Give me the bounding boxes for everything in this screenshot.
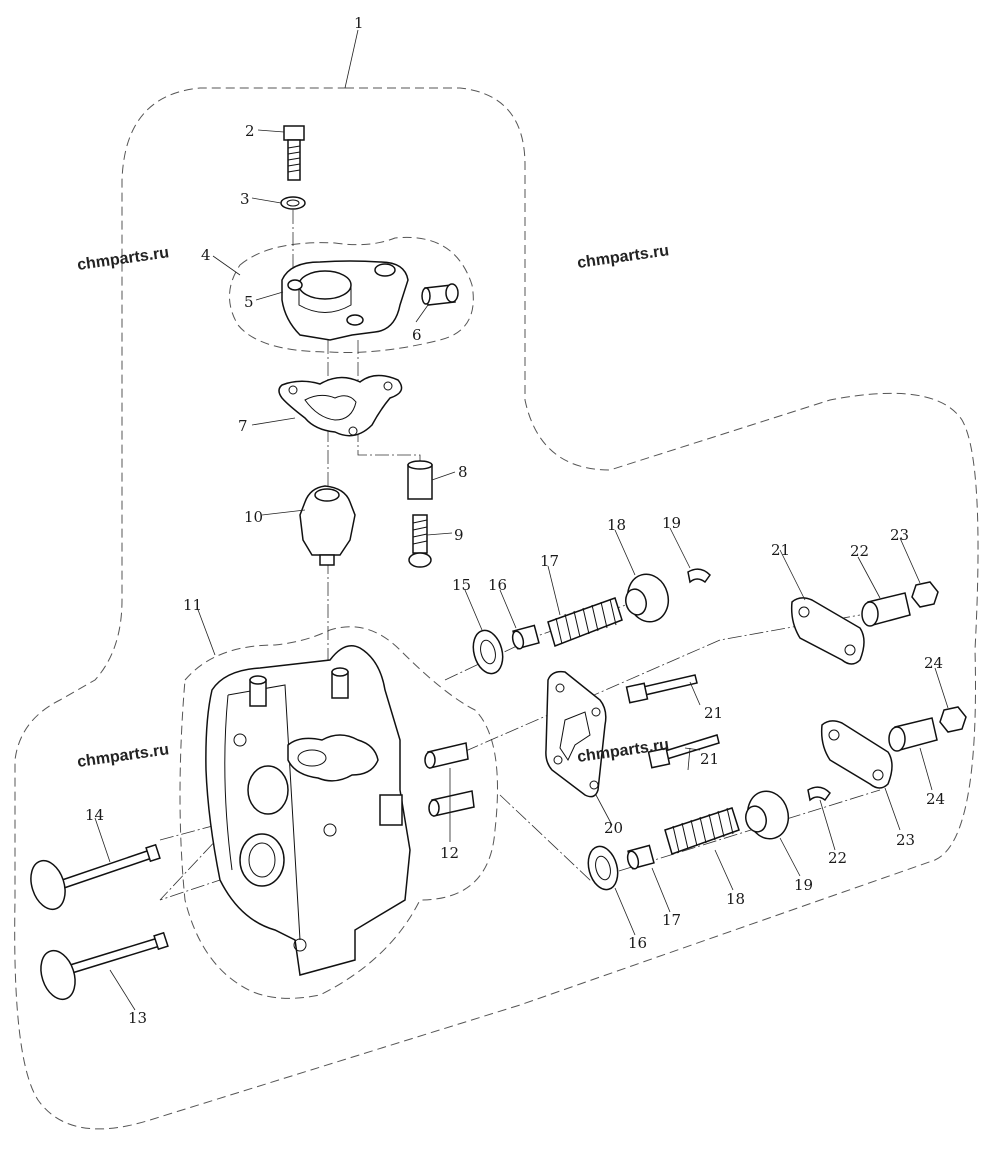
retainer-part-18-upper (625, 573, 670, 623)
leader-lines (94, 29, 949, 1011)
callout-17: 18 (726, 890, 745, 908)
valve-guides-part-12 (424, 742, 475, 817)
cylinder-head-part-11 (205, 645, 411, 976)
callout-19: 19 (662, 514, 681, 532)
seal-part-16-upper (511, 624, 540, 650)
callout-3: 3 (240, 190, 250, 208)
callout-18: 19 (794, 876, 813, 894)
watermark: chmparts.ru (76, 244, 170, 274)
plate-part-20 (545, 670, 607, 798)
callout-23: 22 (850, 542, 869, 560)
callout-11: 11 (183, 596, 202, 614)
gasket-part-7-inner (304, 394, 357, 421)
callout-1: 1 (354, 14, 364, 32)
center-axis-gasket (444, 599, 641, 681)
watermark: chmparts.ru (76, 741, 170, 771)
callout-13: 13 (128, 1009, 147, 1027)
cover-part-5 (281, 260, 409, 341)
rocker-part-22-lower (820, 720, 893, 789)
keeper-part-19-lower (807, 786, 831, 802)
pivot-part-23-upper (861, 592, 911, 627)
callout-15: 15 (452, 576, 471, 594)
callout-16: 17 (662, 911, 681, 929)
center-axis-valve-stems (159, 819, 237, 901)
spring-part-17-lower (664, 807, 740, 855)
assembly-1-outline (14, 87, 979, 1130)
center-axis-upper-valve (444, 614, 861, 761)
callout-21: 21 (700, 750, 719, 768)
callout-16: 16 (488, 576, 507, 594)
washer-part-3 (280, 196, 306, 210)
washer-part-15-upper (472, 629, 504, 675)
callout-8: 8 (458, 463, 468, 481)
nut-part-24-lower (939, 706, 967, 733)
callout-21: 21 (704, 704, 723, 722)
bushing-part-8 (407, 460, 433, 500)
callout-15: 16 (628, 934, 647, 952)
group-4-outline (229, 236, 474, 353)
valve-part-14 (30, 843, 161, 911)
callout-23: 24 (926, 790, 945, 808)
screw-part-9 (408, 514, 432, 568)
retainer-part-18-lower (745, 790, 790, 840)
callout-5: 5 (244, 293, 254, 311)
callout-10: 10 (244, 508, 263, 526)
spring-part-17-upper (547, 597, 623, 647)
callout-14: 14 (85, 806, 104, 824)
callout-9: 9 (454, 526, 464, 544)
nut-part-24-upper (911, 581, 939, 608)
callout-17: 17 (540, 552, 559, 570)
valve-part-10 (299, 485, 356, 566)
callout-22: 21 (771, 541, 790, 559)
stud-part-21-lower (647, 734, 720, 769)
callout-24: 24 (924, 654, 943, 672)
seal-part-16-lower (626, 844, 655, 870)
callout-6: 6 (412, 326, 422, 344)
callout-24: 23 (890, 526, 909, 544)
stud-part-21-upper (625, 674, 698, 704)
bolt-part-2 (283, 125, 305, 181)
rocker-part-22-upper (790, 597, 865, 665)
callout-22: 23 (896, 831, 915, 849)
gasket-part-7 (278, 374, 403, 437)
washer-part-3-hole (286, 199, 300, 207)
callout-19: 22 (828, 849, 847, 867)
callout-12: 12 (440, 844, 459, 862)
valve-part-13 (40, 931, 169, 1001)
callout-4: 4 (201, 246, 211, 264)
callout-2: 2 (245, 122, 255, 140)
watermark: chmparts.ru (576, 242, 670, 272)
group-11-outline (179, 626, 498, 999)
callout-7: 7 (238, 417, 248, 435)
callout-20: 20 (604, 819, 623, 837)
pivot-part-23-lower (888, 717, 938, 752)
sleeve-part-6 (421, 283, 459, 306)
keeper-part-19-upper (687, 568, 711, 584)
washer-part-15-lower (587, 845, 619, 891)
callout-18: 18 (607, 516, 626, 534)
